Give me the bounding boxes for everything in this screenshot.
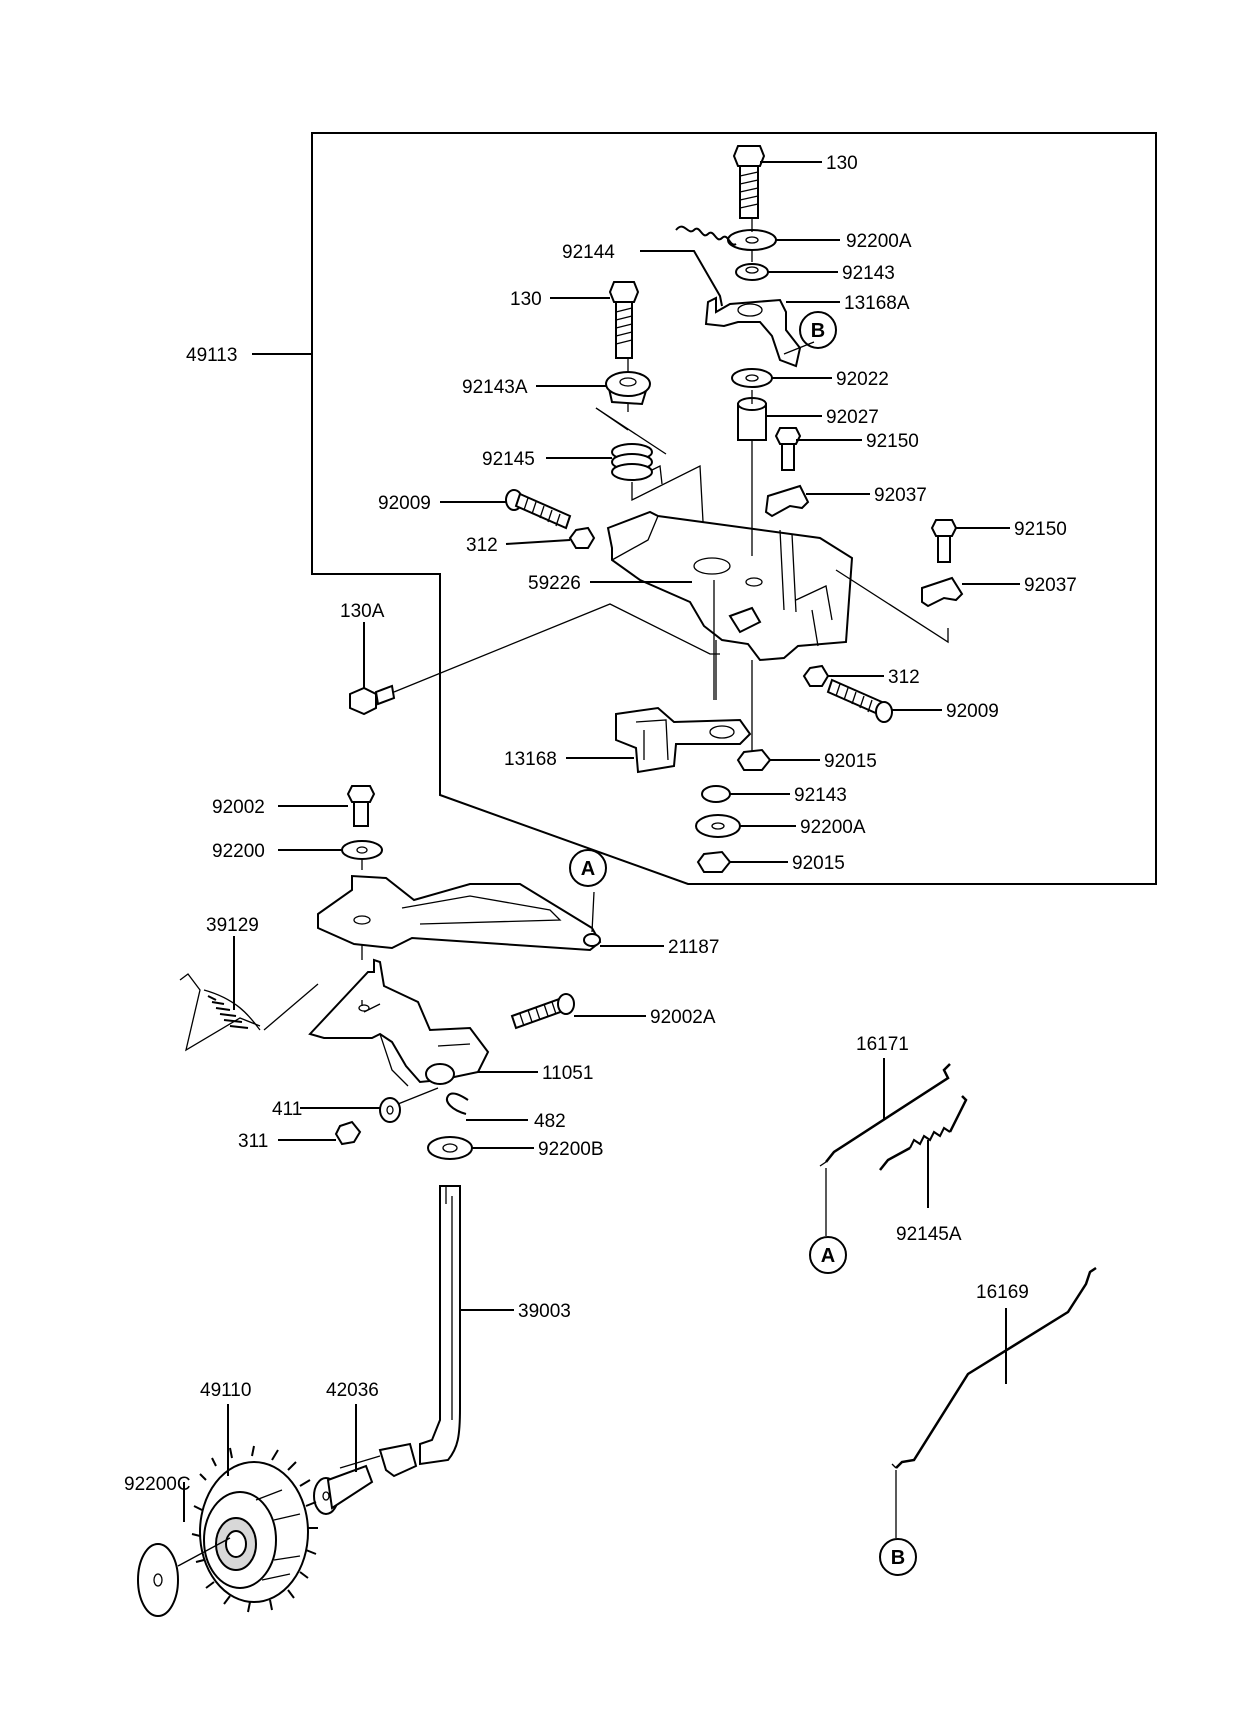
svg-text:A: A (821, 1245, 835, 1267)
rod-16171 (819, 1063, 951, 1167)
callout-92027: 92027 (826, 407, 879, 428)
pin-42036 (313, 1464, 374, 1515)
callout-92009-b: 92009 (946, 701, 999, 722)
assembly-boundary (311, 132, 1157, 885)
nut-92015-a (736, 748, 772, 771)
collar-92143A (605, 371, 651, 406)
screw-92009-b (826, 678, 893, 723)
nut-312-b (802, 664, 830, 687)
callout-92145: 92145 (482, 449, 535, 470)
callout-13168: 13168 (504, 749, 557, 770)
bracket-13168 (615, 706, 752, 774)
callout-92143-top: 92143 (842, 263, 895, 284)
clip-482 (446, 1092, 469, 1115)
washer-92200A-b (695, 814, 741, 838)
callout-39129: 39129 (206, 915, 259, 936)
shaft-39003 (378, 1185, 461, 1478)
spring-39129 (179, 973, 261, 1052)
callout-11051: 11051 (542, 1063, 593, 1084)
lever-11051 (308, 958, 490, 1087)
callout-92200A-top: 92200A (846, 231, 912, 252)
callout-16169: 16169 (976, 1282, 1029, 1303)
callout-59226: 59226 (528, 573, 581, 594)
callout-92143A: 92143A (462, 377, 528, 398)
spring-92145 (595, 407, 663, 485)
callout-92015-b: 92015 (792, 853, 845, 874)
washer-92022 (731, 368, 773, 388)
callout-92150-a: 92150 (866, 431, 919, 452)
callout-312-a: 312 (466, 535, 498, 556)
bolt-92002 (346, 785, 376, 827)
callout-39003: 39003 (518, 1301, 571, 1322)
bolt-130-left (608, 281, 640, 359)
connector-A-top: A (569, 849, 607, 887)
callout-92037-b: 92037 (1024, 575, 1077, 596)
callout-92143-b: 92143 (794, 785, 847, 806)
spacer-92027 (737, 397, 767, 441)
plate-13168A (704, 296, 802, 368)
lever-21187 (317, 874, 602, 952)
callout-92150-b: 92150 (1014, 519, 1067, 540)
callout-49110: 49110 (200, 1380, 251, 1401)
callout-92200: 92200 (212, 841, 265, 862)
callout-42036: 42036 (326, 1380, 379, 1401)
callout-92015-a: 92015 (824, 751, 877, 772)
washer-92200B (427, 1136, 473, 1160)
leader-lines (183, 161, 1020, 1522)
washer-411 (379, 1097, 401, 1123)
nut-311 (334, 1120, 362, 1146)
bracket-59226 (606, 510, 854, 662)
screw-92009-a (505, 489, 572, 530)
spring-92144 (675, 225, 737, 246)
callout-92002A: 92002A (650, 1007, 716, 1028)
callout-92037-a: 92037 (874, 485, 927, 506)
svg-text:B: B (891, 1547, 905, 1569)
clip-92037-b (921, 576, 964, 608)
washer-92200C (137, 1543, 179, 1617)
bolt-92150-b (930, 519, 958, 563)
callout-21187: 21187 (668, 937, 719, 958)
bolt-130-top (732, 145, 766, 219)
callout-92200A-b: 92200A (800, 817, 866, 838)
collar-92143-b (701, 785, 731, 803)
callout-92200C: 92200C (124, 1474, 191, 1495)
svg-text:A: A (581, 858, 595, 880)
callout-92002: 92002 (212, 797, 265, 818)
callout-92144: 92144 (562, 242, 615, 263)
rod-92145A (879, 1095, 968, 1171)
washer-92200 (341, 840, 383, 860)
svg-text:B: B (811, 320, 825, 342)
washer-92200A-top (727, 229, 777, 251)
gear-49110 (191, 1445, 318, 1613)
callout-311: 311 (238, 1131, 268, 1152)
callout-92200B: 92200B (538, 1139, 604, 1160)
callout-92145A: 92145A (896, 1224, 962, 1245)
nut-312-a (568, 526, 596, 549)
callout-16171: 16171 (856, 1034, 909, 1055)
callout-411: 411 (272, 1099, 302, 1120)
callout-130-left: 130 (510, 289, 542, 310)
callout-92022: 92022 (836, 369, 889, 390)
connector-A-bottom: A (809, 1236, 847, 1274)
screw-92002A (510, 993, 575, 1030)
callout-312-b: 312 (888, 667, 920, 688)
callout-130A: 130A (340, 601, 385, 622)
rod-16169 (891, 1266, 1097, 1469)
callout-49113: 49113 (186, 345, 237, 366)
clip-92037-a (764, 484, 810, 518)
connector-B-bottom: B (879, 1538, 917, 1576)
bolt-92150-a (774, 427, 802, 471)
connector-B-top: B (799, 311, 837, 349)
callout-13168A: 13168A (844, 293, 910, 314)
nut-92015-b (696, 850, 732, 873)
callout-482: 482 (534, 1111, 566, 1132)
callout-92009-a: 92009 (378, 493, 431, 514)
bolt-130A (349, 684, 396, 716)
callout-130-top: 130 (826, 153, 858, 174)
